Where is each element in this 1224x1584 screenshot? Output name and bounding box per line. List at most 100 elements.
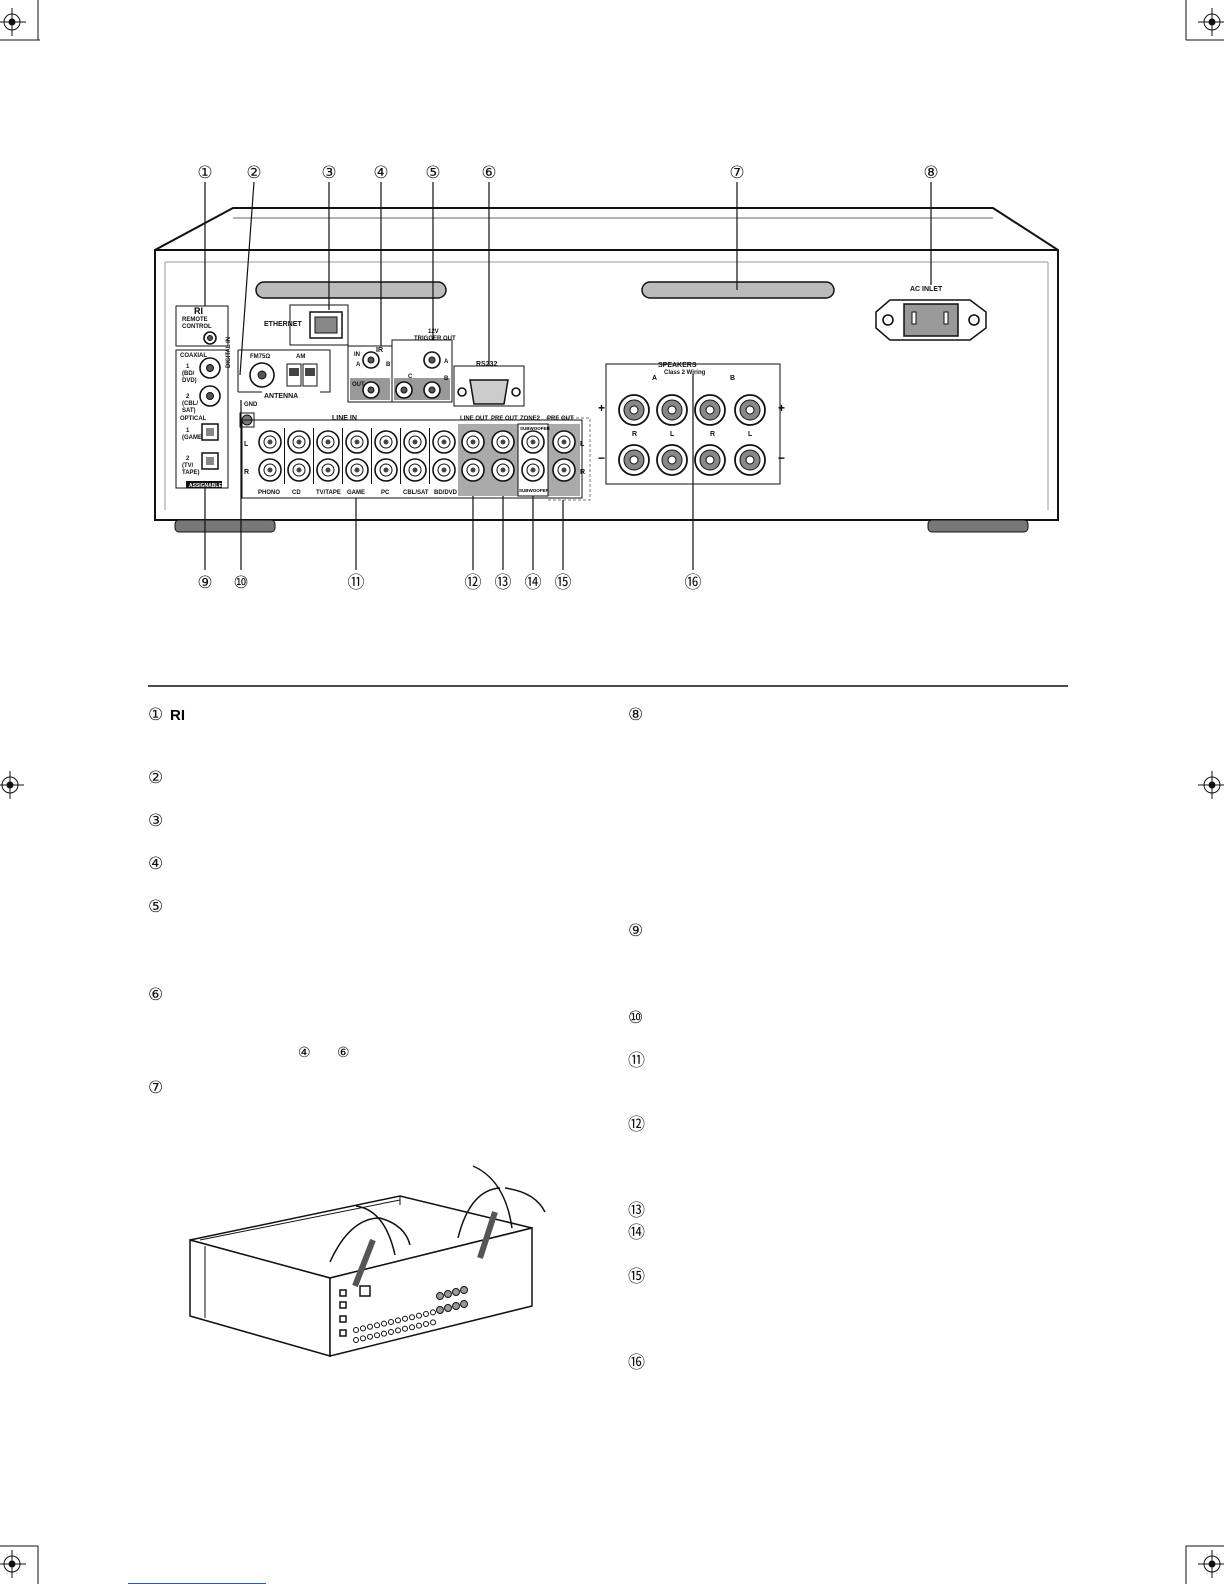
svg-text:AM: AM [296,354,305,360]
svg-text:OPTICAL: OPTICAL [180,416,207,422]
input-label: PC [381,490,390,496]
svg-text:B: B [730,375,735,382]
rca-jack [461,430,485,454]
svg-text:L: L [670,431,675,438]
list-marker-14: ⑭ [628,1223,645,1242]
input-label: PHONO [258,490,280,496]
trigger-out-jacks: 12V TRIGGER OUT A C B [391,329,456,403]
svg-text:SAT): SAT) [182,408,196,414]
input-label: TV/TAPE [316,490,341,496]
svg-text:(BD/: (BD/ [182,371,195,377]
list-marker-8: ⑧ [628,705,643,724]
rca-jack [461,458,485,482]
ethernet-port: ETHERNET [264,304,349,346]
svg-text:2: 2 [186,456,190,462]
speaker-post [618,444,650,476]
list-marker-16: ⑯ [628,1353,645,1372]
antenna-terminals: FM75Ω AM ANTENNA [237,349,331,400]
rca-jack [345,458,369,482]
callout-13: ⑬ [495,573,512,592]
svg-text:ETHERNET: ETHERNET [264,321,302,328]
ri-remote-control-jack: RI REMOTE CONTROL [175,305,229,347]
svg-text:SUBWOOFER: SUBWOOFER [520,426,550,431]
rca-jack [316,458,340,482]
rca-jack [403,458,427,482]
svg-text:L: L [748,431,753,438]
svg-text:RS232: RS232 [476,361,498,368]
svg-text:COAXIAL: COAXIAL [180,353,207,359]
svg-text:DVD): DVD) [182,378,197,384]
svg-text:−: − [598,451,605,465]
callout-12: ⑫ [465,573,482,592]
callout-15: ⑮ [555,573,572,592]
rca-jack [374,430,398,454]
speaker-terminals: SPEAKERS Class 2 Wiring A B + + − − R L … [598,362,785,485]
callout-3: ③ [321,163,336,182]
rca-jack [345,430,369,454]
svg-text:L: L [244,441,249,448]
speaker-post [694,444,726,476]
input-label: BD/DVD [434,490,458,496]
note-ref-4: ④ [298,1044,311,1060]
rca-jack [287,430,311,454]
svg-text:ANTENNA: ANTENNA [264,393,298,400]
svg-text:+: + [778,401,785,415]
rca-jack [374,458,398,482]
svg-text:1: 1 [186,364,190,370]
list-marker-6: ⑥ [148,985,163,1004]
analog-io: LINE IN LINE OUT PRE OUT ZONE2 PRE OUT S… [241,415,591,501]
svg-text:B: B [444,376,449,382]
svg-text:FM75Ω: FM75Ω [250,354,270,360]
rca-jack [552,430,576,454]
svg-text:R: R [244,469,249,476]
description-list-left: ① RI ② ③ ④ ⑤ ⑥ ④ ⑥ ⑦ [148,705,350,1097]
ri-logo: RI [194,306,203,316]
list-marker-2: ② [148,768,163,787]
svg-text:ASSIGNABLE: ASSIGNABLE [189,483,222,489]
callout-16: ⑯ [685,573,702,592]
svg-text:REMOTE: REMOTE [182,317,208,323]
speaker-post [618,394,650,426]
wireless-antennas [255,281,835,299]
svg-text:PRE OUT: PRE OUT [547,416,574,422]
svg-text:A: A [652,375,657,382]
speaker-post [734,394,766,426]
svg-text:A: A [356,362,361,368]
callout-10: ⑩ [233,573,248,592]
speaker-post [694,394,726,426]
list-marker-1: ① [148,705,163,724]
svg-text:1: 1 [186,428,190,434]
rca-jack [552,458,576,482]
description-list-right: ⑧ ⑨ ⑩ ⑪ ⑫ ⑬ ⑭ ⑮ ⑯ [628,705,645,1372]
svg-text:R: R [580,469,585,476]
list-marker-10: ⑩ [628,1008,643,1027]
callout-11: ⑪ [348,573,365,592]
list-marker-11: ⑪ [628,1051,645,1070]
rca-jack [521,458,545,482]
svg-text:LINE OUT: LINE OUT [460,416,488,422]
svg-text:R: R [632,431,637,438]
callout-5: ⑤ [425,163,440,182]
callout-1: ① [197,163,212,182]
svg-text:ZONE2: ZONE2 [520,416,541,422]
rca-jack [432,430,456,454]
list-marker-7: ⑦ [148,1078,163,1097]
antenna-adjust-illustration [189,1165,546,1357]
svg-text:DIGITAL IN: DIGITAL IN [226,337,232,368]
callout-9: ⑨ [197,573,212,592]
svg-text:TRIGGER OUT: TRIGGER OUT [414,336,456,342]
input-label: GAME [347,490,365,496]
input-label: CD [292,490,301,496]
list-marker-13: ⑬ [628,1201,645,1220]
rca-jack [491,458,515,482]
rca-jack [258,430,282,454]
ac-inlet: AC INLET [875,286,987,341]
callout-4: ④ [373,163,388,182]
svg-text:+: + [598,401,605,415]
rca-jack [287,458,311,482]
svg-text:OUT: OUT [352,382,365,388]
svg-text:CONTROL: CONTROL [182,324,212,330]
svg-text:GND: GND [244,402,258,408]
